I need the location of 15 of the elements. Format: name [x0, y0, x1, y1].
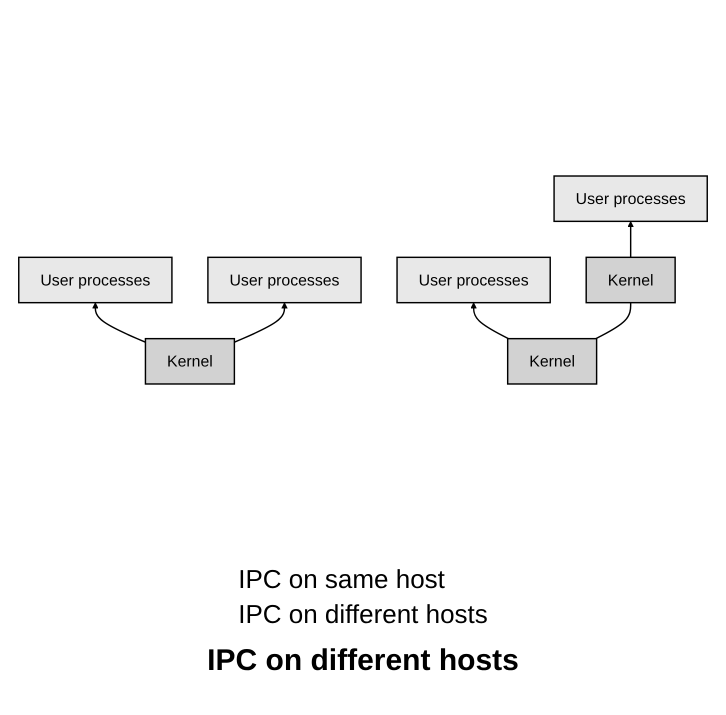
node-box: User processes — [18, 256, 173, 304]
connector — [596, 302, 632, 340]
arrow — [234, 302, 288, 343]
arrow — [92, 302, 146, 343]
node-box: Kernel — [144, 338, 236, 385]
node-box: User processes — [396, 256, 551, 304]
arrow — [470, 302, 509, 340]
node-box: User processes — [207, 256, 362, 304]
diagram-label: IPC on same host — [238, 564, 446, 595]
node-box: Kernel — [506, 338, 598, 385]
arrow — [628, 221, 634, 258]
node-box: User processes — [553, 175, 708, 222]
diagram-label: IPC on different hosts — [238, 599, 488, 630]
node-box: Kernel — [585, 256, 676, 304]
caption: IPC on different hosts — [207, 644, 519, 678]
